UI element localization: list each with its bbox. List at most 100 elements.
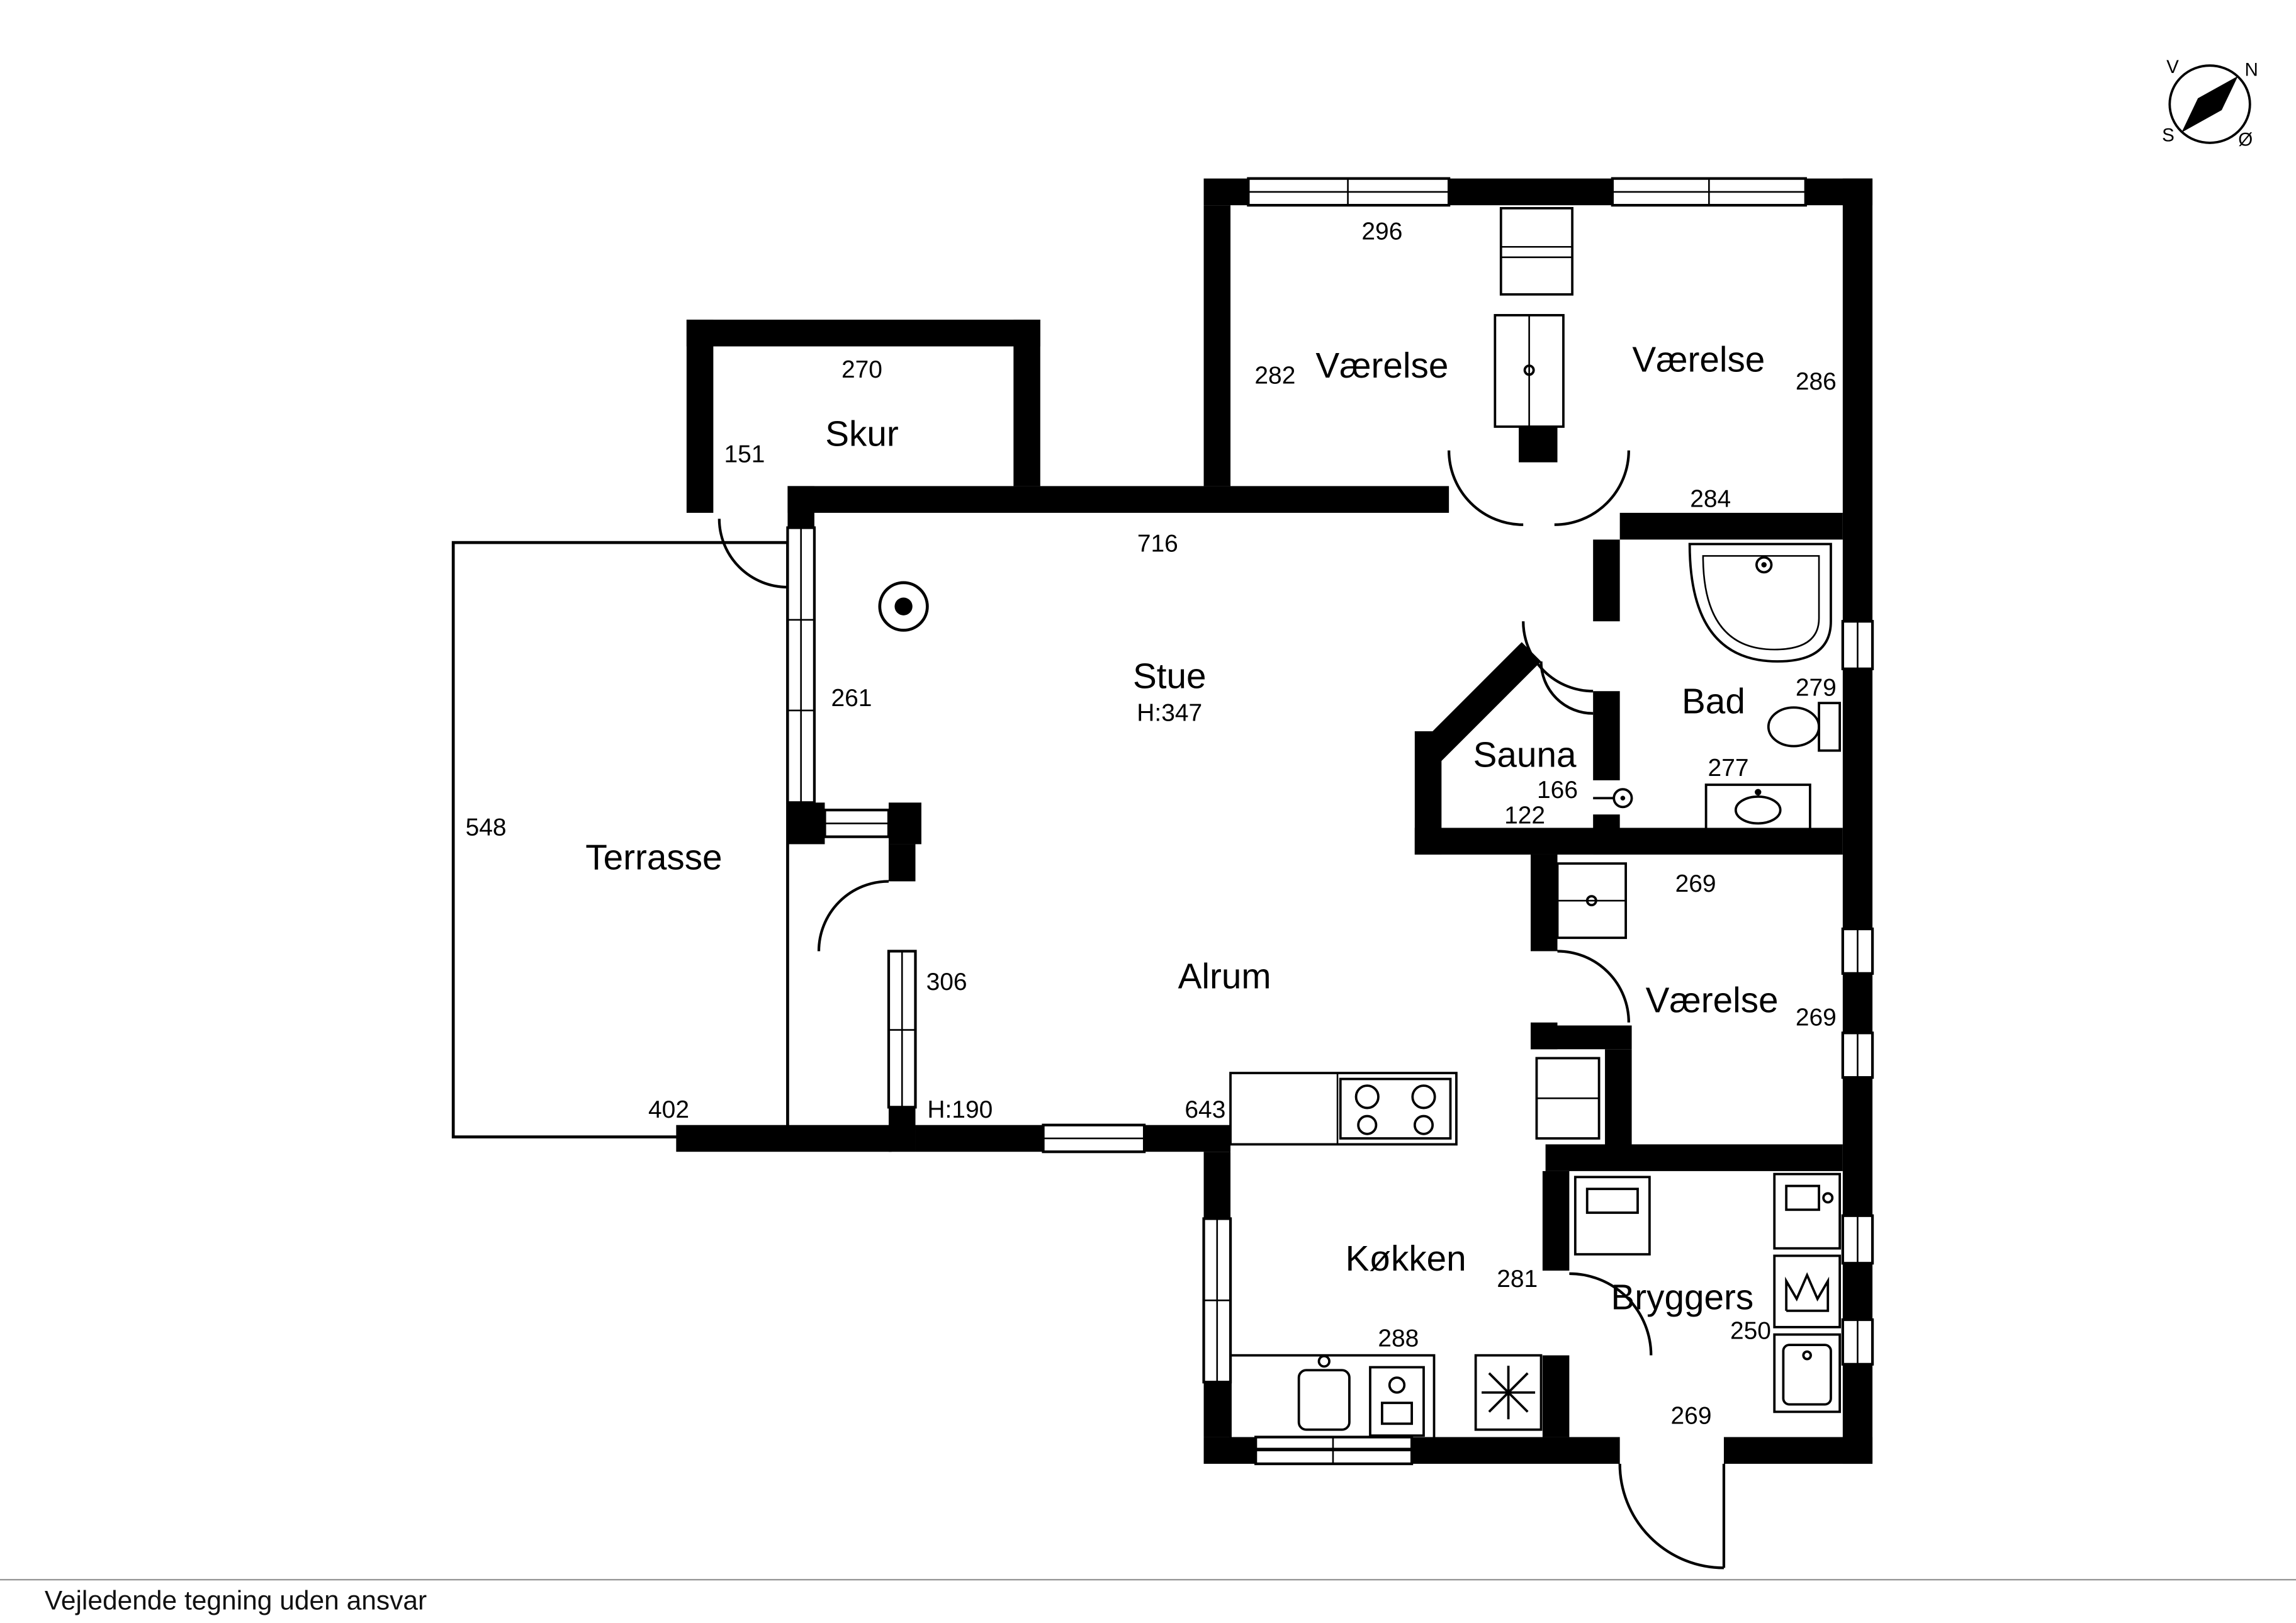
wall-segment: [1449, 178, 1612, 206]
room-label-bad: Bad: [1682, 682, 1745, 722]
door-arc-vaerelse-e: [1557, 950, 1630, 1023]
footer-disclaimer: Vejledende tegning uden ansvar: [45, 1586, 427, 1615]
dim-stue-width: 716: [1137, 530, 1178, 557]
windows: [786, 177, 1874, 1466]
wall-segment: [1842, 973, 1873, 1033]
wall-segment: [1203, 178, 1249, 206]
room-label-koekken: Køkken: [1346, 1239, 1466, 1279]
room-labels: Skur Værelse Værelse Bad Sauna Stue H:34…: [585, 340, 1778, 1318]
door-arc-skur: [718, 519, 788, 589]
dim-bryggers-depth: 269: [1671, 1402, 1712, 1429]
room-label-sauna: Sauna: [1473, 736, 1577, 775]
dim-stue-window: 261: [831, 685, 872, 712]
kitchen-counter-hob: [1229, 1072, 1458, 1146]
wall-segment: [787, 486, 814, 528]
compass-south: S: [2162, 125, 2175, 146]
kitchen-sink-counter: [1229, 1354, 1436, 1451]
wall-segment: [1519, 426, 1558, 463]
wall-segment: [1203, 1152, 1231, 1219]
wall-segment: [1842, 668, 1873, 929]
compass-east: Ø: [2238, 130, 2253, 150]
bathroom-sink-icon: [1704, 783, 1811, 837]
wall-segment: [1842, 1263, 1873, 1320]
wall-segment: [915, 1125, 1044, 1152]
wall-segment: [1842, 1077, 1873, 1216]
room-label-stue: Stue: [1133, 657, 1207, 697]
dim-terrasse-depth: 548: [466, 814, 507, 841]
wall-segment: [1542, 1355, 1570, 1437]
footer: Vejledende tegning uden ansvar: [0, 1579, 2296, 1615]
dim-bad-inner: 277: [1708, 755, 1749, 782]
dim-alrum-width: 643: [1185, 1096, 1225, 1123]
bryggers-cabinet: [1573, 1176, 1651, 1256]
wall-segment: [1545, 1144, 1843, 1171]
doors: [718, 450, 1726, 1570]
dim-vaerelse-ne-depth: 286: [1796, 368, 1837, 395]
wall-segment: [1013, 319, 1040, 486]
door-arc-bryggers: [1569, 1272, 1653, 1356]
bathtub-icon: [1688, 542, 1832, 663]
wall-segment: [1723, 1437, 1873, 1464]
dim-alrum-window: 306: [926, 969, 967, 996]
dim-bryggers-width: 250: [1730, 1318, 1771, 1345]
room-label-skur: Skur: [825, 415, 898, 454]
dim-terrasse-width: 402: [648, 1096, 689, 1123]
wall-segment: [1593, 539, 1620, 622]
dim-bad-width: 284: [1690, 485, 1731, 512]
wall-segment: [1531, 854, 1558, 952]
door-arc-bad: [1522, 621, 1594, 693]
dim-vaerelse-nw-width: 296: [1361, 218, 1402, 245]
wall-segment: [1412, 1437, 1620, 1464]
compass-north: N: [2245, 60, 2258, 81]
dimension-labels: 270 151 296 282 286 284 279 277 166 122 …: [466, 218, 1837, 1429]
room-label-stue-ceiling: H:347: [1137, 699, 1202, 726]
wall-segment: [686, 319, 714, 513]
wall-segment: [1542, 1171, 1570, 1271]
wall-segment: [1144, 1125, 1231, 1152]
shower-icon: [1593, 788, 1633, 809]
wall-segment: [888, 844, 916, 882]
compass-west: V: [2166, 57, 2179, 77]
door-arc-sauna: [1539, 661, 1594, 715]
wall-segment: [676, 1125, 892, 1152]
door-arc-bedroom-nw: [1448, 450, 1524, 526]
wall-segment: [787, 486, 1449, 513]
laundry-basket-icon: [1773, 1254, 1842, 1328]
room-label-terrasse: Terrasse: [585, 838, 722, 878]
dim-skur-depth: 151: [724, 441, 765, 468]
wall-segment: [686, 319, 1040, 347]
utility-sink: [1773, 1172, 1842, 1250]
door-arc-terrasse: [817, 880, 889, 952]
dim-door-height: H:190: [927, 1096, 993, 1123]
dim-bad-depth: 279: [1796, 674, 1837, 701]
toilet-icon: [1767, 702, 1842, 752]
wall-segment: [888, 802, 921, 845]
fixtures: [878, 542, 1842, 1451]
room-label-vaerelse-nw: Værelse: [1315, 346, 1448, 386]
door-arc-exterior: [1618, 1464, 1724, 1570]
closet: [1499, 206, 1574, 296]
wall-segment: [1842, 178, 1873, 622]
room-label-vaerelse-ne: Værelse: [1632, 340, 1765, 380]
room-label-vaerelse-e: Værelse: [1646, 980, 1779, 1020]
compass-needle-icon: [2181, 76, 2238, 133]
wall-segment: [1619, 512, 1843, 540]
dim-vaerelse-e-width: 269: [1675, 870, 1716, 897]
dim-vaerelse-nw-depth: 282: [1254, 362, 1295, 389]
dim-sauna-depth: 166: [1537, 777, 1578, 804]
wall-segment: [1203, 1382, 1231, 1437]
wall-segment: [1414, 642, 1541, 769]
wall-segment: [1605, 1049, 1632, 1152]
wall-segment: [787, 802, 825, 845]
dim-koekken-width: 288: [1378, 1325, 1419, 1352]
dim-skur-width: 270: [841, 356, 882, 383]
wall-segment: [1203, 205, 1231, 486]
fan-symbol-icon: [1474, 1354, 1543, 1431]
dim-sauna-width: 122: [1504, 802, 1545, 829]
dim-vaerelse-e-depth: 269: [1796, 1004, 1837, 1031]
wall-segment: [888, 1107, 916, 1152]
room-label-alrum: Alrum: [1178, 957, 1271, 996]
walls: [676, 178, 1873, 1464]
